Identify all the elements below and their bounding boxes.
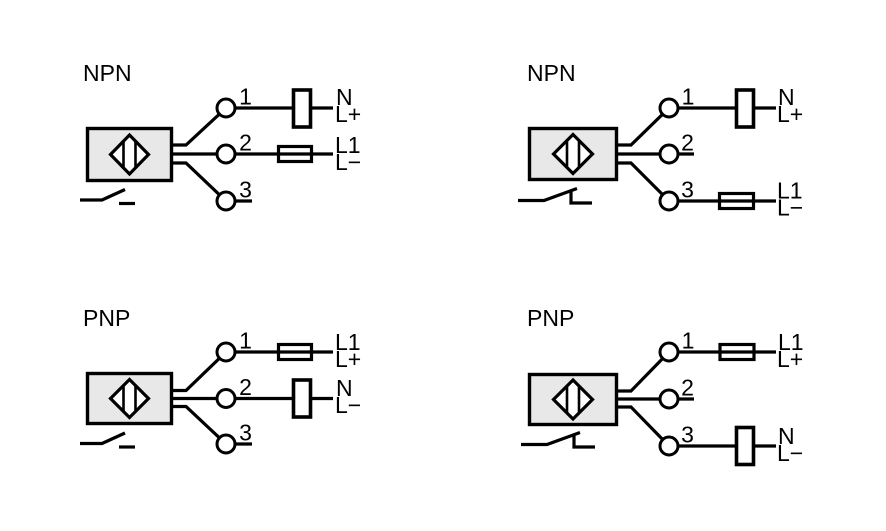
normally-open-contact-icon: [80, 188, 135, 206]
terminal-2: [215, 143, 237, 165]
diagram-title: PNP: [83, 305, 130, 331]
terminal-number: 1: [239, 328, 252, 354]
diagram-pnp-open: PNP 1 2 3 L1 L+ N L−: [80, 305, 361, 455]
normally-closed-contact-icon: [521, 430, 595, 449]
load-symbol: [734, 425, 756, 467]
normally-closed-contact-icon: [518, 186, 592, 205]
terminal-number: 3: [239, 420, 252, 446]
diagram-pnp-closed: PNP 1 2 3 L1 L+ N L−: [521, 305, 804, 467]
terminal-number: 3: [681, 422, 694, 448]
terminal-2: [658, 388, 680, 410]
diagram-title: NPN: [527, 60, 576, 86]
supply-label: L−: [335, 149, 361, 175]
diagram-npn-closed: NPN 1 2 3 N L+ L1 L−: [518, 60, 803, 221]
wire-terminal-1: [171, 106, 333, 147]
supply-label: L−: [777, 195, 803, 221]
terminal-number: 2: [239, 130, 252, 156]
normally-open-contact-icon: [80, 431, 135, 449]
terminal-2: [658, 143, 680, 165]
supply-label: N: [336, 84, 353, 110]
terminal-number: 2: [681, 375, 694, 401]
sensor-icon-bars: [565, 141, 581, 167]
terminal-1: [215, 341, 237, 363]
supply-label: L+: [335, 346, 361, 372]
proximity-sensor-icon: [108, 377, 151, 420]
wire-terminal-1: [616, 350, 776, 393]
sensor-icon-bars: [122, 386, 137, 411]
proximity-sensor-icon: [551, 377, 595, 422]
supply-label: L1: [335, 132, 361, 158]
supply-label: N: [336, 375, 353, 401]
terminal-3: [215, 433, 237, 455]
terminal-2: [215, 388, 237, 409]
terminal-1: [658, 97, 680, 119]
supply-label: N: [778, 84, 795, 110]
terminal-number: 3: [239, 177, 252, 203]
terminal-number: 1: [239, 84, 252, 110]
diagram-title: PNP: [527, 305, 574, 331]
sensor-icon-bars: [122, 142, 137, 168]
terminal-number: 2: [239, 374, 252, 400]
supply-label: L1: [777, 178, 803, 204]
terminal-3: [215, 190, 237, 212]
supply-label: L+: [777, 101, 803, 127]
terminal-number: 1: [682, 328, 695, 354]
terminal-3: [658, 435, 680, 457]
wire-terminal-3: [616, 161, 776, 203]
supply-label: L−: [335, 392, 361, 418]
terminal-number: 3: [681, 177, 694, 203]
diagram-npn-open: NPN 1 2 3 N L+ L1 L−: [80, 60, 361, 212]
wire-terminal-3: [171, 404, 252, 446]
terminal-1: [658, 341, 680, 363]
terminal-3: [658, 190, 680, 212]
wire-terminal-1: [616, 106, 776, 147]
proximity-sensor-icon: [108, 132, 151, 177]
wire-terminal-3: [616, 405, 776, 448]
sensor-icon-bars: [565, 387, 581, 412]
supply-label: N: [778, 423, 795, 449]
supply-label: L1: [335, 329, 361, 355]
supply-label: L−: [777, 440, 803, 466]
proximity-sensor-icon: [551, 132, 595, 176]
wire-terminal-1: [171, 350, 333, 393]
load-symbol: [291, 378, 313, 419]
load-symbol: [734, 88, 756, 129]
diagram-title: NPN: [83, 60, 132, 86]
supply-label: L1: [778, 329, 804, 355]
supply-label: L+: [777, 346, 803, 372]
terminal-1: [215, 97, 237, 119]
terminal-number: 2: [681, 130, 694, 156]
load-symbol: [291, 88, 313, 129]
wire-terminal-3: [171, 161, 252, 203]
supply-label: L+: [335, 101, 361, 127]
terminal-number: 1: [682, 84, 695, 110]
